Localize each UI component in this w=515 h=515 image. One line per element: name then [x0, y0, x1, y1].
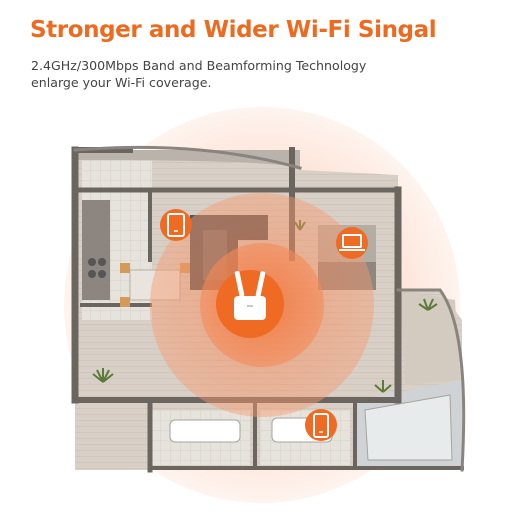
tablet-icon [160, 209, 192, 241]
subheadline: 2.4GHz/300Mbps Band and Beamforming Tech… [31, 57, 366, 91]
subheadline-line-2: enlarge your Wi-Fi coverage. [31, 75, 212, 90]
headline: Stronger and Wider Wi-Fi Singal [30, 17, 437, 43]
router-icon [216, 270, 284, 338]
smartphone-icon [305, 409, 337, 441]
bathroom [169, 394, 453, 461]
subheadline-line-1: 2.4GHz/300Mbps Band and Beamforming Tech… [31, 58, 367, 73]
kitchen [82, 200, 110, 300]
laptop-icon [336, 227, 368, 259]
